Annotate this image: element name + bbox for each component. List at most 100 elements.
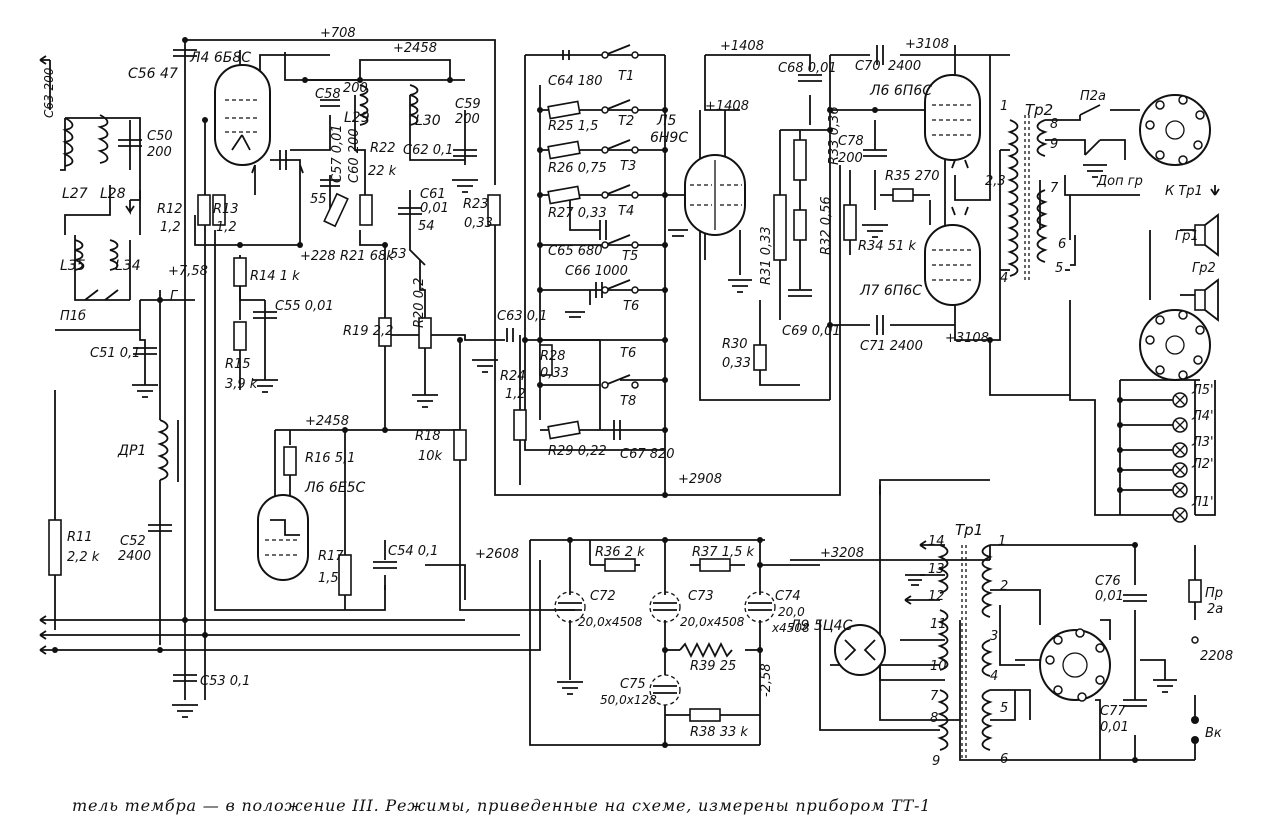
coil-label: L34 xyxy=(115,258,141,274)
resistor-label: R13 xyxy=(213,202,239,217)
point-label: 53 xyxy=(390,247,407,262)
capacitor-label: 200 xyxy=(343,81,368,96)
resistor-label: R25 1,5 xyxy=(548,119,598,134)
voltage-label: -2,58 xyxy=(759,663,774,697)
pin-label: 4 xyxy=(990,669,998,684)
capacitor-label: С68 0,01 xyxy=(778,61,837,76)
pin-label: 2,3 xyxy=(985,174,1006,189)
voltage-label: 2208 xyxy=(1200,649,1233,664)
capacitor-label: С65 680 xyxy=(548,244,603,259)
resistor-label: R29 0,22 xyxy=(548,444,607,459)
capacitor-label: С77 xyxy=(1100,704,1126,719)
capacitor-label: С73 xyxy=(688,589,714,604)
pin-label: 1 xyxy=(998,534,1006,549)
capacitor-label: С75 xyxy=(620,677,646,692)
voltage-label: +228 xyxy=(300,249,336,264)
pin-label: 6 xyxy=(1058,237,1066,252)
lamp-label: Л5' xyxy=(1191,383,1214,398)
resistor-label: 10k xyxy=(418,449,443,464)
resistor-label: R26 0,75 xyxy=(548,161,607,176)
capacitor-label: С63 0,1 xyxy=(497,309,547,324)
coil-label: L30 xyxy=(415,113,441,129)
pin-label: 2 xyxy=(1000,579,1008,594)
switch-label: П2а xyxy=(1080,89,1106,104)
pin-label: 13 xyxy=(928,562,945,577)
lamp-label: Л2' xyxy=(1191,457,1214,472)
resistor-label: 1,2 xyxy=(216,220,237,235)
labels: +708 +2458 +1408 +1408 +3108 +228 +7,58 … xyxy=(42,26,1233,769)
switch-label: П1б xyxy=(60,309,86,324)
switches xyxy=(84,44,1202,744)
pin-label: 3 xyxy=(990,629,998,644)
capacitor-label: С59 xyxy=(455,97,481,112)
resistor-label: R37 1,5 k xyxy=(692,545,755,560)
resistor-label: R12 xyxy=(157,202,183,217)
tube-label: Л6 6П6С xyxy=(869,83,932,99)
capacitor-label: 200 xyxy=(838,151,863,166)
switch-label: Т3 xyxy=(620,159,636,174)
coil-label: Тр2 xyxy=(1025,101,1053,119)
coil-label: L35 xyxy=(60,258,86,274)
capacitor-label: 200 xyxy=(455,112,480,127)
capacitor-label: С63 200 xyxy=(42,67,56,118)
voltage-label: +2908 xyxy=(678,472,722,487)
pin-label: 14 xyxy=(928,534,945,549)
lamp-label: Л3' xyxy=(1191,435,1214,450)
sockets-speakers xyxy=(1039,94,1219,702)
capacitor-label: С52 xyxy=(120,534,146,549)
switch-label: Т1 xyxy=(618,69,634,84)
capacitor-label: 2400 xyxy=(888,59,921,74)
capacitor-label: 20,0х4508 xyxy=(578,615,643,629)
resistor-label: R17 xyxy=(318,549,344,564)
capacitor-label: 50,0х128 xyxy=(600,693,657,707)
resistor-label: R18 xyxy=(415,429,441,444)
tube-label: Л6 6Е5С xyxy=(304,480,366,496)
voltage-label: +3108 xyxy=(945,331,989,346)
capacitor-label: С53 0,1 xyxy=(200,674,250,689)
capacitor-label: С54 0,1 xyxy=(388,544,438,559)
capacitor-label: С57 0,01 xyxy=(330,124,345,183)
ground-symbols xyxy=(132,164,1177,718)
vacuum-tubes xyxy=(214,64,981,676)
resistor-label: R33 0,36 xyxy=(827,106,842,165)
pin-label: 7 xyxy=(1050,181,1059,196)
capacitor-label: С71 2400 xyxy=(860,339,923,354)
tube-label: 6Н9С xyxy=(650,130,688,146)
capacitor-label: С55 0,01 xyxy=(275,299,334,314)
resistor-label: 3,9 k xyxy=(225,377,258,392)
capacitor-label: С76 xyxy=(1095,574,1121,589)
point-label: 55 xyxy=(310,192,327,207)
capacitor-label: С78 xyxy=(838,134,864,149)
radio-schematic: +708 +2458 +1408 +1408 +3108 +228 +7,58 … xyxy=(39,26,1233,769)
resistor-label: R32 0,56 xyxy=(819,196,834,255)
coil-label: ДР1 xyxy=(117,443,146,459)
voltage-label: +7,58 xyxy=(168,264,208,279)
switch-label: Т4 xyxy=(618,204,634,219)
lamp-label: Л4' xyxy=(1191,409,1214,424)
capacitor-label: 2400 xyxy=(118,549,151,564)
coil-label: L28 xyxy=(100,186,126,202)
voltage-label: +2458 xyxy=(305,414,349,429)
speaker-label: Гр2 xyxy=(1192,261,1216,276)
voltage-label: +708 xyxy=(320,26,356,41)
resistor-label: R19 2,2 xyxy=(343,324,393,339)
capacitor-label: С67 820 xyxy=(620,447,675,462)
resistor-label: R15 xyxy=(225,357,251,372)
capacitor-label: 0,01 xyxy=(420,201,449,216)
speaker-label: Доп гр xyxy=(1096,174,1143,189)
lamp-label: Л1' xyxy=(1191,495,1214,510)
resistor-label: R38 33 k xyxy=(690,725,748,740)
capacitor-label: 200 xyxy=(147,145,172,160)
coil-label: Тр1 xyxy=(955,521,983,539)
resistor-label: 1,2 xyxy=(505,387,526,402)
capacitor-label: 0,01 xyxy=(1100,720,1129,735)
capacitor-label: С58 xyxy=(315,87,341,102)
pin-label: 8 xyxy=(930,711,938,726)
resistors xyxy=(48,100,914,722)
switch-label: Т5 xyxy=(622,249,638,264)
resistor-label: R14 1 k xyxy=(250,269,300,284)
capacitor-label: 20,0 xyxy=(778,605,805,619)
resistor-label: 0,33 xyxy=(540,366,569,381)
capacitor-label: 20,0х4508 xyxy=(680,615,745,629)
point-label: 54 xyxy=(418,219,435,234)
